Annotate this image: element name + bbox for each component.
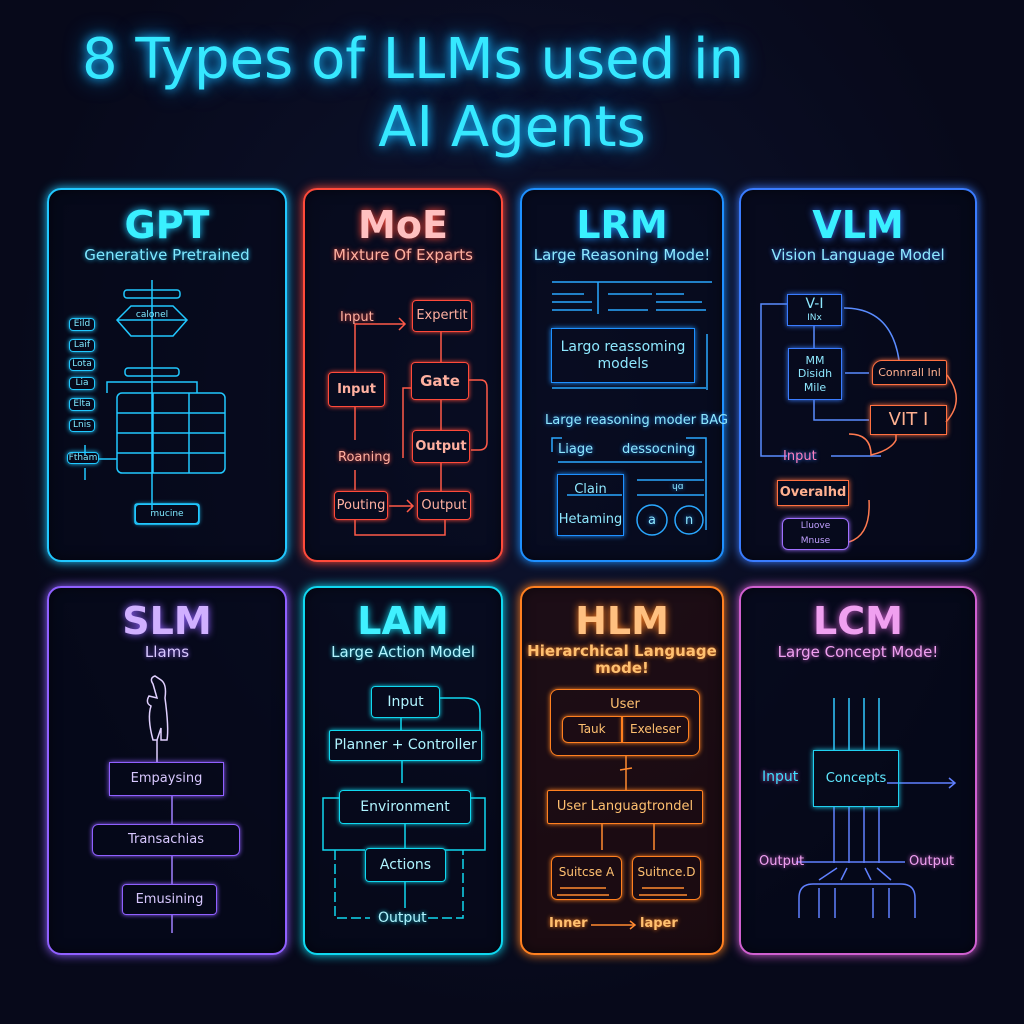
card-title: SLM	[122, 599, 212, 643]
moe-input-label: Input	[340, 310, 374, 325]
vlm-top-label: V-I	[805, 296, 824, 313]
moe-input-box: Input	[328, 372, 385, 407]
card-title: MoE	[358, 203, 448, 247]
hlm-laper-label: laper	[640, 916, 678, 931]
card-moe: MoE Mixture Of Exparts Input Expertit In…	[303, 188, 503, 562]
slm-step-box: Emusining	[122, 884, 217, 915]
slm-step-box: Empaysing	[109, 762, 224, 796]
vlm-overalhd-box: Overalhd	[777, 480, 849, 506]
moe-gate-box: Gate	[411, 362, 469, 400]
card-subtitle: Llams	[144, 643, 190, 661]
vlm-vit-box: VIT I	[870, 405, 947, 435]
card-vlm: VLM Vision Language Model V-I INx MM Dis…	[739, 188, 977, 562]
title-line2: AI Agents	[378, 95, 646, 160]
card-title: LRM	[576, 203, 668, 247]
vlm-mm-label: Disidh	[797, 367, 833, 381]
vlm-input-label: Input	[783, 449, 817, 464]
lrm-clain-label: Clain	[574, 482, 607, 498]
hlm-user-box: User	[550, 689, 700, 756]
lrm-hetaming-label: Hetaming	[558, 512, 623, 527]
lam-environment-box: Environment	[339, 790, 471, 824]
gpt-side-box: Laif	[69, 339, 95, 352]
moe-pouting-box: Pouting	[334, 491, 388, 520]
gpt-side-box: Lia	[69, 377, 95, 390]
title-line1: 8 Types of LLMs used in	[82, 27, 745, 92]
moe-expert-box: Expertit	[412, 300, 472, 332]
vlm-mm-box: MM Disidh Mile	[788, 348, 842, 400]
lam-planner-box: Planner + Controller	[329, 730, 482, 761]
hlm-inner-label: Inner	[549, 916, 588, 931]
card-lam: LAM Large Action Model Input Planner + C…	[303, 586, 503, 955]
lrm-caption: Large reasoning moder BAG	[545, 413, 728, 428]
card-subtitle: Large Action Model	[331, 643, 475, 661]
card-lrm: LRM Large Reasoning Mode! Largo reassomi…	[520, 188, 728, 562]
vlm-lluove-label: Lluove	[800, 521, 831, 532]
lrm-circle-label: a	[648, 513, 656, 528]
gpt-bottom-box: mucine	[135, 504, 199, 524]
slm-step-box: Transachias	[92, 824, 240, 856]
card-subtitle-line1: Hierarchical Language	[527, 642, 717, 660]
vlm-mm-label: Mile	[803, 380, 827, 394]
gpt-side-box: Lnis	[69, 419, 95, 432]
hlm-task-box: Tauk	[562, 716, 622, 743]
gpt-side-box: Lota	[69, 358, 95, 371]
vlm-connrall-box: Connrall Inl	[872, 360, 947, 385]
gpt-side-box: Elta	[69, 398, 95, 411]
gpt-center-label: calonel	[135, 309, 169, 320]
hlm-suit-d-box: Suitnce.D	[632, 856, 701, 900]
card-title: HLM	[575, 599, 669, 643]
card-hlm: HLM Hierarchical Language mode! User Tau…	[520, 586, 724, 955]
card-subtitle: Mixture Of Exparts	[333, 246, 473, 264]
lrm-liage-label: Liage	[558, 442, 594, 457]
vlm-lluove-box: Lluove Mnuse	[782, 518, 849, 550]
gpt-side-box: Ftham	[67, 452, 99, 464]
lcm-output-left-label: Output	[759, 854, 805, 869]
card-gpt: GPT Generative Pretrained calonel mucine…	[47, 188, 287, 562]
vlm-top-sub: INx	[807, 313, 822, 323]
hlm-ulm-box: User Languagtrondel	[547, 790, 703, 824]
gpt-side-box: Eild	[69, 318, 95, 331]
lam-input-box: Input	[371, 686, 440, 718]
lrm-glyph-label: ɥɑ	[672, 482, 684, 492]
lam-actions-box: Actions	[365, 848, 446, 882]
vlm-mm-label: MM	[805, 354, 825, 368]
lam-output-label: Output	[378, 910, 427, 926]
lcm-output-right-label: Output	[909, 854, 955, 869]
card-subtitle-line2: mode!	[595, 659, 649, 677]
hlm-user-label: User	[610, 697, 640, 712]
lrm-dessocning-label: dessocning	[622, 442, 696, 457]
hlm-suit-a-box: Suitcse A	[551, 856, 622, 900]
card-lcm: LCM Large Concept Mode! Concepts Input O…	[739, 586, 977, 955]
vlm-mnuse-label: Mnuse	[800, 536, 831, 546]
card-slm: SLM Llams Empaysing Transachias Emusinin…	[47, 586, 287, 955]
card-title: GPT	[124, 203, 210, 247]
card-subtitle: Large Concept Mode!	[777, 643, 939, 661]
card-title: LCM	[813, 599, 903, 643]
vlm-top-box: V-I INx	[787, 294, 842, 326]
card-title: LAM	[357, 599, 449, 643]
lrm-models-box: Largo reassoming models	[551, 328, 695, 383]
card-subtitle: Large Reasoning Mode!	[533, 246, 711, 264]
moe-roaning-label: Roaning	[338, 450, 391, 465]
card-subtitle: Generative Pretrained	[84, 246, 250, 264]
lcm-input-label: Input	[762, 769, 799, 785]
lcm-concepts-box: Concepts	[813, 750, 899, 807]
lrm-circle-label: n	[685, 513, 694, 528]
moe-output-box: Output	[412, 430, 470, 463]
moe-output-box: Output	[417, 491, 471, 520]
card-title: VLM	[812, 203, 904, 247]
lrm-clain-box: Clain Hetaming	[557, 474, 624, 536]
card-subtitle: Vision Language Model	[771, 246, 945, 264]
hlm-exeleser-box: Exeleser	[622, 716, 689, 743]
